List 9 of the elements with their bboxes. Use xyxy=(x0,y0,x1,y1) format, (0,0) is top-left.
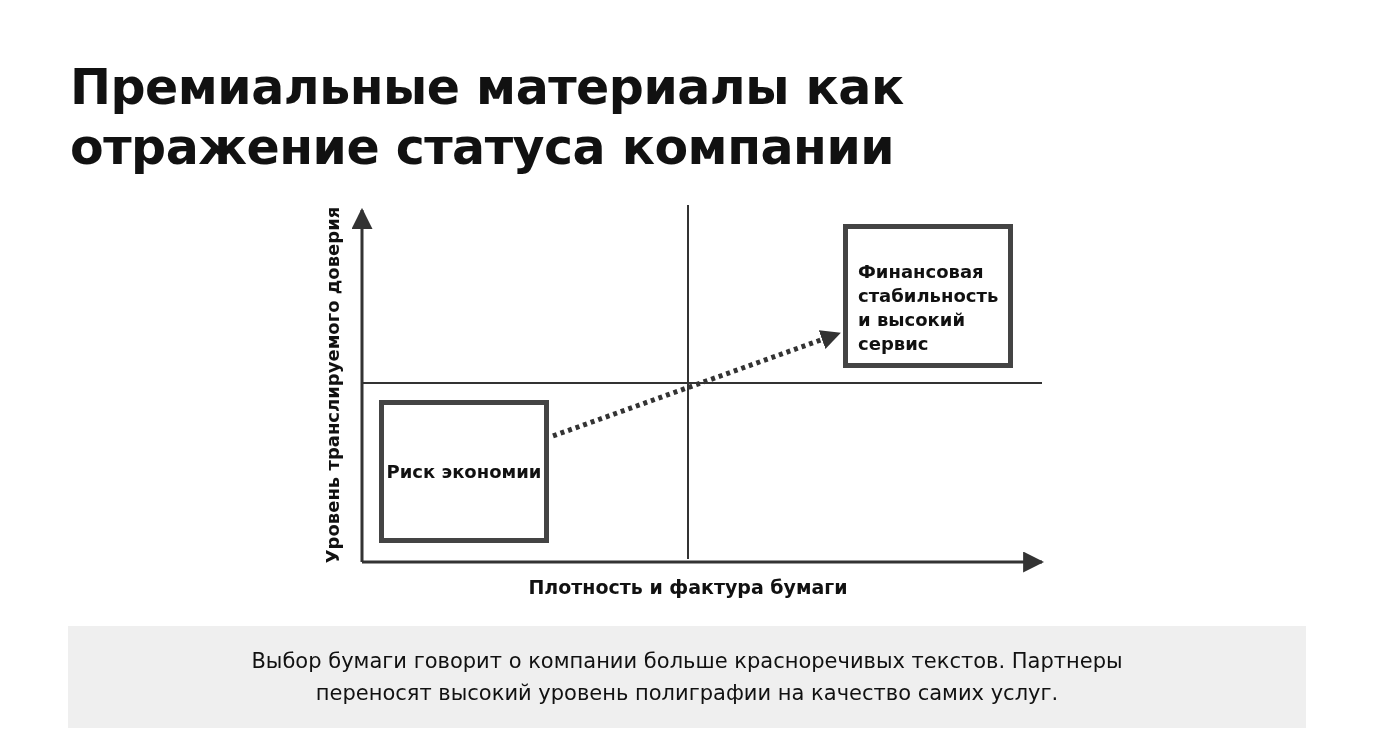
text-box xyxy=(843,224,1013,368)
caption-text: Выбор бумаги говорит о компании больше красноречивых текстов. Партнеры переносят высокий уровень полиграфии на качество самих услуг. xyxy=(250,648,1124,707)
axis-label: Плотность и фактура бумаги xyxy=(528,576,848,598)
dotted-arrow xyxy=(552,330,841,439)
box-text: Финансовая стабильность и высокий сервис xyxy=(858,260,1000,356)
page-title: Премиальные материалы как отражение статуса компании xyxy=(70,58,905,178)
text-box xyxy=(379,400,549,543)
axis-label: Уровень транслируемого доверия xyxy=(321,206,343,564)
box-text: Риск экономии xyxy=(386,459,542,484)
